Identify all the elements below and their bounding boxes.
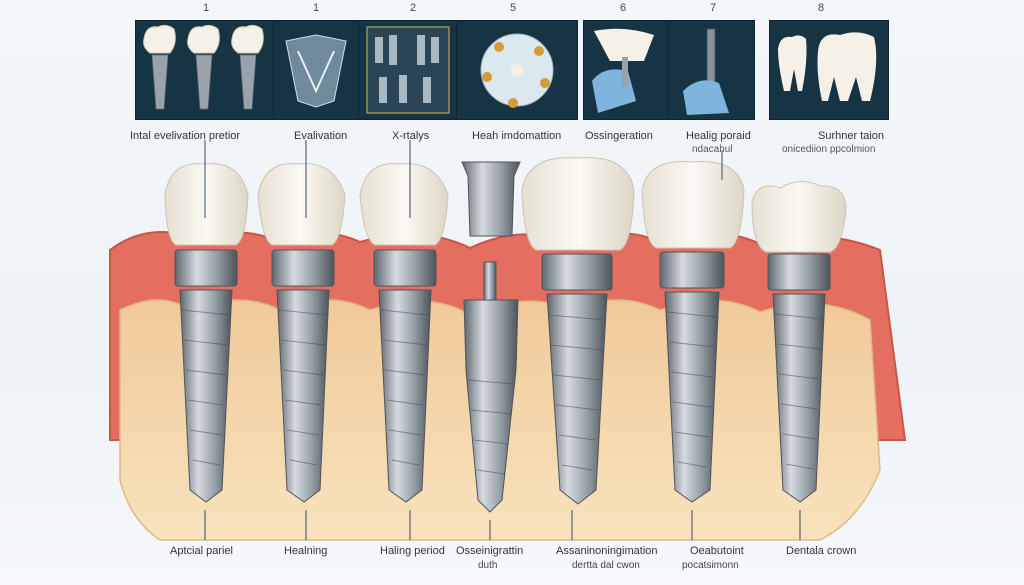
bottom-sub-6: pocatsimonn <box>682 560 739 571</box>
bottom-label-3: Haling period <box>380 545 445 557</box>
molar-illustration <box>778 32 877 101</box>
abutment-and-screw <box>461 161 521 513</box>
bottom-sub-5: dertta dal cwon <box>572 560 640 571</box>
bottom-label-7: Dentala crown <box>786 545 857 557</box>
xray-film-illustration <box>366 26 450 114</box>
panel-xrays <box>358 20 458 120</box>
panel-surgery <box>769 20 889 120</box>
implant-tool-illustration <box>683 28 729 115</box>
bottom-label-5: Assaninoningimation <box>556 545 658 557</box>
panel-label-3: X-rtalys <box>392 130 430 142</box>
bottom-label-1: Aptcial pariel <box>170 545 233 557</box>
panel-sublabel-6: ndacahul <box>692 144 733 155</box>
bottom-label-4: Osseinigrattin <box>456 545 524 557</box>
panel-number-4: 5 <box>510 2 517 14</box>
panel-label-2: Evalivation <box>294 130 348 142</box>
panel-implants <box>135 20 275 120</box>
implant-3 <box>359 163 449 503</box>
bottom-sub-4: duth <box>478 560 498 571</box>
panel-number-6: 7 <box>710 2 717 14</box>
panel-label-5: Ossingeration <box>585 130 653 142</box>
implant-2 <box>257 163 346 503</box>
panel-label-7: Surhner taion <box>818 130 885 142</box>
panel-sublabel-7: onicediion ppcolmion <box>782 144 876 155</box>
tooth-chart-illustration <box>480 33 554 108</box>
jaw-xray-illustration <box>285 34 347 108</box>
leader-lines <box>204 140 801 540</box>
panel-osseointegration <box>583 20 670 120</box>
panel-number-5: 6 <box>620 2 627 14</box>
implant-illustration <box>143 24 264 110</box>
implant-6 <box>641 161 745 503</box>
panel-label-6: Healig poraid <box>686 130 751 142</box>
panel-number-3: 2 <box>410 2 417 14</box>
panel-healing-period <box>668 20 755 120</box>
implant-1 <box>164 163 249 503</box>
panel-number-7: 8 <box>818 2 825 14</box>
implant-threads <box>181 309 824 475</box>
panel-evaluation <box>273 20 360 120</box>
gloved-hand-illustration <box>592 28 654 113</box>
panel-label-4: Heah imdomattion <box>472 130 562 142</box>
panel-number-1: 1 <box>203 2 210 14</box>
panel-health-info <box>456 20 578 120</box>
bottom-label-2: Healning <box>284 545 328 557</box>
bottom-label-6: Oeabutoint <box>690 545 744 557</box>
panel-label-1: Intal evelivation pretior <box>130 130 241 142</box>
panel-number-2: 1 <box>313 2 320 14</box>
implant-7 <box>751 181 847 503</box>
implant-scene <box>109 140 907 541</box>
